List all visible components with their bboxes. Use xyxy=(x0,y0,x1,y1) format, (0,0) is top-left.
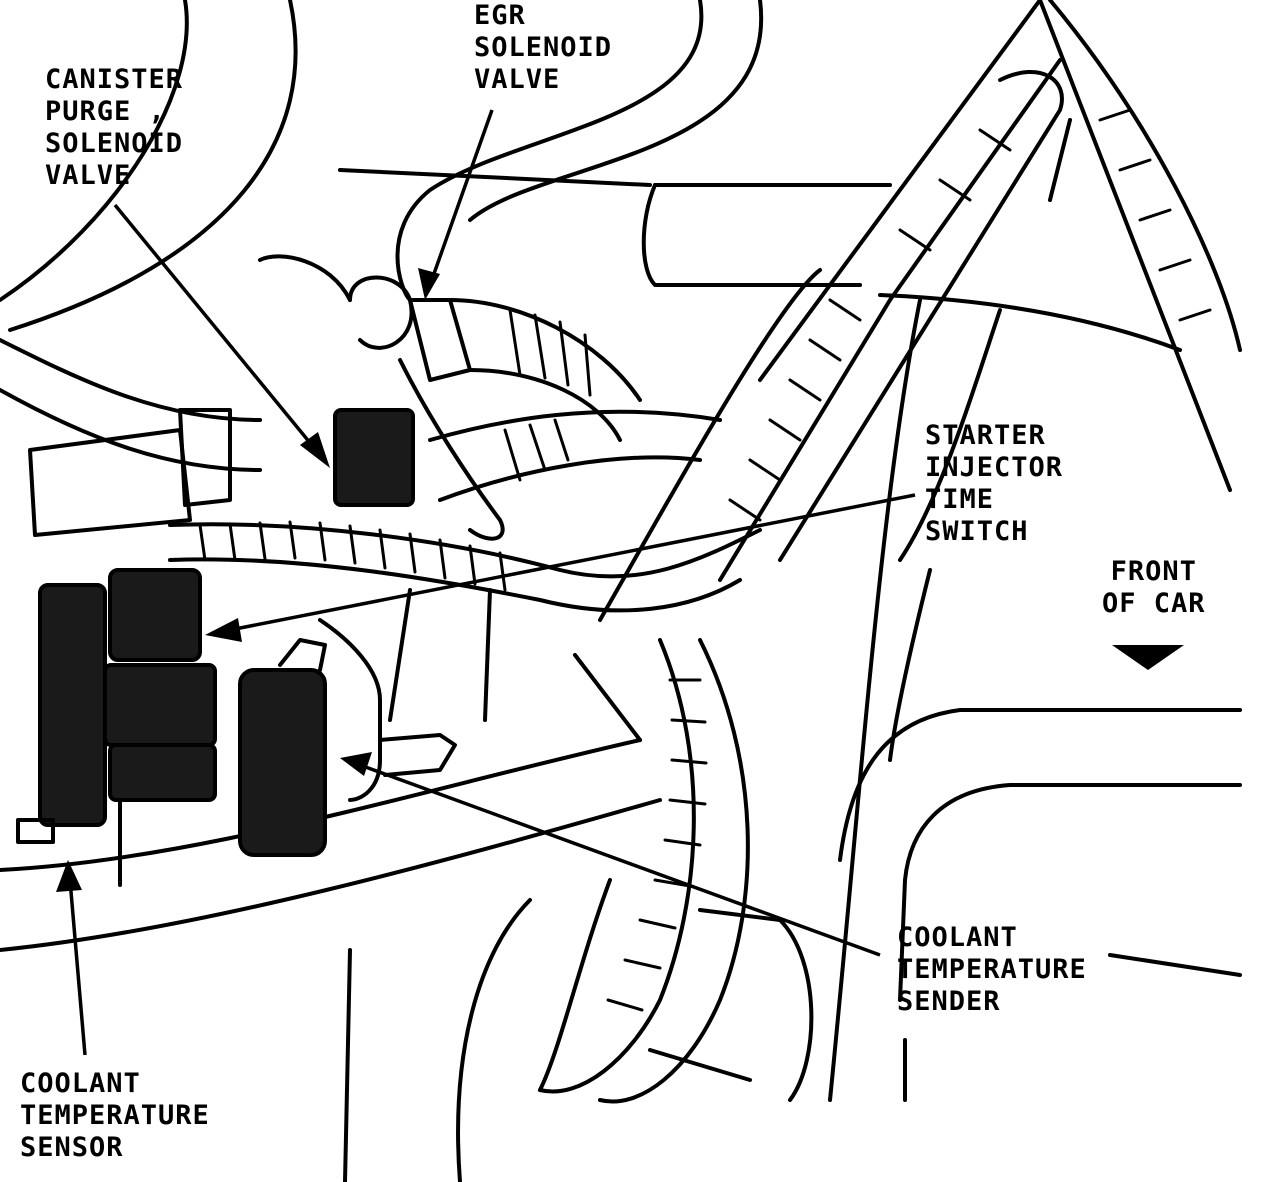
bottom-pipe-1 xyxy=(538,878,612,1092)
center-post-1 xyxy=(388,588,412,722)
bottom-left-post xyxy=(343,948,352,1182)
left-hose-top xyxy=(0,338,262,422)
label-line: INJECTOR xyxy=(925,452,1064,483)
label-line: SWITCH xyxy=(925,516,1029,547)
bottom-hose-2 xyxy=(598,638,750,1104)
sender-leader-arrow xyxy=(340,752,372,776)
coolant-temperature-sensor xyxy=(38,583,107,827)
label-line: STARTER xyxy=(925,420,1046,451)
right-strut-2 xyxy=(1048,0,1242,352)
egr-leader-line xyxy=(428,109,494,286)
starter-leader-line xyxy=(229,493,916,632)
harness-diagonal-1 xyxy=(758,0,1042,382)
starter-leader-arrow xyxy=(205,618,242,642)
label-line: SENDER xyxy=(897,986,1001,1017)
harness-diagonal-2 xyxy=(718,58,1062,582)
center-top-line xyxy=(338,168,652,187)
label-line: SOLENOID xyxy=(45,128,184,159)
label-line: PURGE , xyxy=(45,96,166,127)
coolant-sensor-connector-low xyxy=(108,743,217,802)
time-switch-cap xyxy=(278,638,327,672)
canister-purge-solenoid xyxy=(333,408,415,507)
harness-diagonal-3 xyxy=(778,69,1064,562)
sensor-leader-arrow xyxy=(56,860,82,892)
label-line: VALVE xyxy=(45,160,132,191)
right-cross xyxy=(878,293,1182,352)
egr-solenoid-valve-label: EGR SOLENOID VALVE xyxy=(474,0,612,96)
canister-leader-arrow xyxy=(300,432,330,468)
lower-pipe-bottom xyxy=(0,798,662,952)
label-line: CANISTER xyxy=(45,64,184,95)
fender-line-3 xyxy=(888,568,932,762)
left-block-cap xyxy=(178,408,232,507)
fender-line-2 xyxy=(828,298,922,1102)
fender-line-1 xyxy=(898,308,1002,562)
egr-leader-arrow xyxy=(418,268,440,300)
purge-loop xyxy=(348,275,414,350)
right-strut-3 xyxy=(1048,118,1072,202)
label-line: VALVE xyxy=(474,64,561,95)
wheel-well-inner xyxy=(898,783,1242,1002)
bottom-mid-post xyxy=(456,898,532,1182)
bottom-hose-1 xyxy=(538,638,696,1094)
canister-leader-line xyxy=(113,203,322,457)
purge-hose xyxy=(398,358,505,541)
coolant-temperature-sender-label: COOLANT TEMPERATURE SENDER xyxy=(897,922,1087,1018)
starter-injector-time-switch xyxy=(238,668,327,857)
wiring-harness-bottom xyxy=(168,557,742,613)
label-line: OF CAR xyxy=(1102,588,1206,619)
wiring-harness-top xyxy=(168,522,762,579)
harness-loom xyxy=(598,268,822,622)
label-line: TEMPERATURE xyxy=(20,1100,210,1131)
front-of-car-label: FRONT OF CAR xyxy=(1102,556,1206,620)
wheel-well-bottom xyxy=(1108,953,1242,977)
center-post-2 xyxy=(483,588,492,722)
coolant-temperature-sensor-label: COOLANT TEMPERATURE SENSOR xyxy=(20,1068,210,1164)
bottom-pipe-2 xyxy=(698,908,814,1102)
bottom-pipe-3 xyxy=(648,1048,752,1082)
label-line: EGR xyxy=(474,0,526,31)
lower-box-left xyxy=(573,653,642,742)
coolant-sensor-connector-mid xyxy=(103,663,217,747)
label-line: SENSOR xyxy=(20,1132,124,1163)
sensor-leader-line xyxy=(68,879,87,1056)
lower-corrugated-hose-2 xyxy=(438,455,702,502)
coolant-sensor-connector-top xyxy=(108,568,202,662)
wheel-well-outer xyxy=(838,708,1242,862)
purge-elbow xyxy=(258,254,352,302)
sensor-tip xyxy=(16,818,55,844)
left-hose-bottom xyxy=(0,388,262,472)
upper-left-hose xyxy=(0,0,189,302)
label-line: COOLANT xyxy=(20,1068,141,1099)
egr-corrugated-hose-top xyxy=(448,298,642,402)
sender-housing xyxy=(318,618,382,802)
egr-hose-1 xyxy=(395,0,704,302)
egr-hose-2 xyxy=(468,0,764,222)
canister-purge-solenoid-label: CANISTER PURGE , SOLENOID VALVE xyxy=(45,64,183,192)
label-line: COOLANT xyxy=(897,922,1018,953)
starter-injector-time-switch-label: STARTER INJECTOR TIME SWITCH xyxy=(925,420,1063,548)
lower-corrugated-hose xyxy=(428,409,722,442)
coolant-sender-fitting xyxy=(378,733,457,777)
egr-solenoid-body xyxy=(408,298,472,382)
harness-wrap-ticks xyxy=(198,108,1212,1012)
label-line: TIME xyxy=(925,484,995,515)
left-block xyxy=(28,428,192,537)
upper-hose-outer xyxy=(8,0,298,332)
label-line: TEMPERATURE xyxy=(897,954,1087,985)
front-of-car-arrow-icon xyxy=(1112,645,1184,670)
upper-cylinder xyxy=(641,183,862,287)
label-line: FRONT xyxy=(1110,556,1197,587)
label-line: SOLENOID xyxy=(474,32,613,63)
egr-corrugations xyxy=(503,308,592,482)
egr-corrugated-hose-bottom xyxy=(468,368,622,442)
sender-leader-line xyxy=(359,763,881,957)
right-strut-1 xyxy=(1038,0,1232,492)
